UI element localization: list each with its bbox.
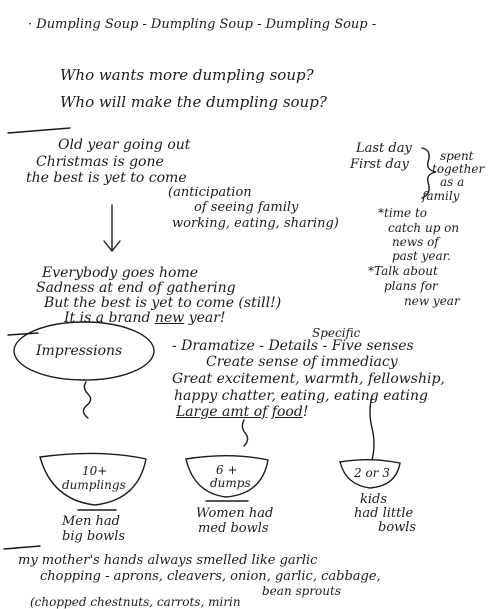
note-line: family [422, 189, 460, 203]
note-line: catch up on [388, 221, 460, 235]
note-line: Old year going out [58, 137, 191, 153]
note-line: But the best is yet to come (still!) [44, 295, 282, 311]
question-2: Who will make the dumpling soup? [60, 93, 327, 111]
note-line: It is a brand new year! [64, 311, 226, 325]
note-line: as a [440, 175, 465, 189]
bowl-icon-2 [185, 455, 269, 498]
note-line: plans for [384, 279, 438, 293]
bowl-caption: big bowls [62, 529, 126, 544]
note-part: ! [302, 404, 309, 420]
note-line: Last day [356, 141, 412, 156]
note-line: Sadness at end of gathering [36, 280, 236, 296]
note-line: working, eating, sharing) [172, 216, 339, 231]
note-line: Great excitement, warmth, fellowship, [172, 371, 445, 387]
note-line: Create sense of immediacy [206, 354, 398, 370]
divider-line-2 [7, 332, 39, 336]
note-part-underlined: new [154, 310, 185, 326]
squiggle [82, 381, 92, 419]
bowl-label: 2 or 3 [354, 466, 390, 480]
note-line: - Dramatize - Details - Five senses [172, 338, 414, 354]
note-line: *Talk about [368, 264, 438, 278]
bowl-caption: med bowls [198, 521, 269, 536]
note-line: news of [392, 235, 439, 249]
divider-line-3 [3, 545, 41, 550]
note-line: First day [350, 157, 409, 172]
note-line: past year. [392, 249, 451, 263]
bowl-label: dumps [210, 476, 251, 490]
note-line: Large amt of food! [176, 405, 308, 419]
note-line: Christmas is gone [36, 154, 164, 170]
squiggle-2 [241, 419, 249, 447]
note-part: It is a brand [64, 310, 151, 326]
impressions-label: Impressions [36, 343, 123, 359]
title-line: · Dumpling Soup - Dumpling Soup - Dumpli… [28, 17, 377, 32]
note-line: (anticipation [168, 185, 252, 200]
bowl-caption: Men had [62, 514, 120, 529]
note-part-underlined: Large amt of [176, 404, 268, 420]
bowl-caption: Women had [196, 506, 274, 521]
note-line: of seeing family [194, 200, 299, 215]
divider-line [7, 127, 71, 134]
bowl-caption: kids [360, 492, 388, 507]
note-part-underlined: food [271, 404, 303, 420]
note-line: *time to [378, 206, 428, 220]
bowl-icon-3 [339, 459, 401, 489]
bowl-label: dumplings [62, 478, 126, 492]
bowl-label: 6 + [216, 463, 238, 477]
bowl-caption: bowls [378, 520, 417, 535]
note-line: my mother's hands always smelled like ga… [18, 553, 318, 568]
note-line: happy chatter, eating, eating eating [174, 388, 428, 404]
note-line: bean sprouts [262, 584, 341, 598]
down-arrow-icon [103, 204, 121, 253]
bowl-icon-1 [39, 452, 147, 506]
note-part: year! [188, 310, 226, 326]
note-line: Specific [312, 326, 361, 340]
note-line: Everybody goes home [42, 265, 199, 281]
note-line: (chopped chestnuts, carrots, mirin [30, 595, 241, 609]
note-line: spent [440, 149, 474, 163]
question-1: Who wants more dumpling soup? [60, 66, 314, 84]
brace [421, 147, 437, 199]
bowl-label: 10+ [82, 464, 108, 478]
note-line: chopping - aprons, cleavers, onion, garl… [40, 569, 381, 584]
impressions-ellipse [13, 321, 155, 381]
note-line: new year [404, 294, 460, 308]
note-line: together [432, 162, 485, 176]
bowl-caption: had little [354, 506, 414, 521]
note-line: the best is yet to come [26, 170, 187, 186]
squiggle-3 [369, 395, 375, 461]
